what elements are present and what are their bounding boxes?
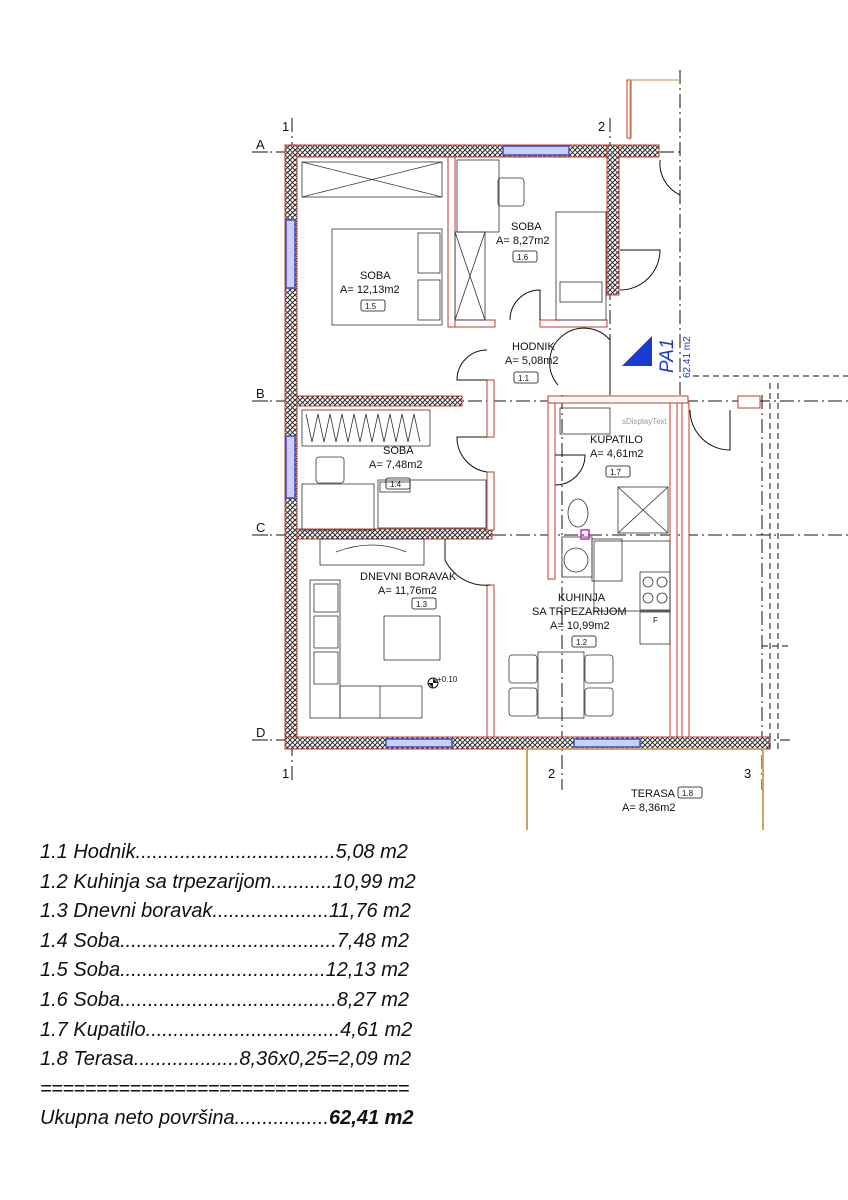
room-name-1-8: TERASA — [631, 788, 676, 800]
area-legend: 1.1 Hodnik..............................… — [40, 838, 500, 1134]
room-id-1-6: 1.6 — [517, 253, 529, 262]
room-name-1-7: KUPATILO — [590, 434, 643, 446]
room-name-1-1: HODNIK — [512, 341, 555, 353]
floor-plan: 1 2 1 2 3 A B C D — [252, 70, 848, 830]
stamp-code: PA1 — [657, 338, 678, 373]
grid-label-3-bottom: 3 — [744, 766, 751, 781]
grid-label-1-top: 1 — [282, 119, 289, 134]
room-id-1-8: 1.8 — [682, 789, 694, 798]
right-dashed-edge — [693, 375, 848, 750]
room-name-1-2: KUHINJA — [558, 592, 606, 604]
elevation-label: +0.10 — [437, 675, 458, 684]
windows — [285, 145, 641, 748]
faint-display-text: sDisplayText — [622, 417, 668, 426]
room-area-1-8: A= 8,36m2 — [622, 802, 676, 814]
appliance-label: F — [653, 616, 658, 625]
total-value: 62,41 m2 — [329, 1107, 414, 1130]
room-area-1-7: A= 4,61m2 — [590, 448, 644, 460]
legend-row: 1.7 Kupatilo............................… — [40, 1018, 413, 1041]
stamp-area: 62.41 m2 — [682, 336, 693, 378]
legend-total: Ukupna neto površina.................62,… — [40, 1104, 500, 1134]
room-area-1-3: A= 11,76m2 — [378, 585, 437, 597]
total-label: Ukupna neto površina................. — [40, 1107, 330, 1130]
grid-label-2-bottom: 2 — [548, 766, 555, 781]
grid-label-2-top: 2 — [598, 119, 605, 134]
room-name2-1-2: SA TRPEZARIJOM — [532, 606, 627, 618]
grid-label-d: D — [256, 725, 265, 740]
grid-label-b: B — [256, 386, 265, 401]
legend-row: 1.1 Hodnik..............................… — [40, 841, 408, 863]
room-id-1-1: 1.1 — [518, 374, 530, 383]
legend-row: 1.8 Terasa...................8,36x0,25=2… — [40, 1048, 412, 1071]
grid-label-c: C — [256, 520, 265, 535]
legend-row: 1.3 Dnevni boravak.....................1… — [40, 900, 411, 923]
legend-row: 1.6 Soba................................… — [40, 988, 410, 1011]
room-id-1-3: 1.3 — [416, 600, 428, 609]
room-area-1-1: A= 5,08m2 — [505, 355, 559, 367]
terrace-outline — [526, 748, 764, 830]
partition-walls — [447, 79, 761, 738]
room-area-1-5: A= 12,13m2 — [340, 284, 400, 296]
room-area-1-4: A= 7,48m2 — [369, 459, 423, 471]
room-area-1-6: A= 8,27m2 — [496, 235, 550, 247]
entrance-path — [629, 79, 680, 140]
room-name-1-5: SOBA — [360, 270, 391, 282]
legend-row: 1.4 Soba................................… — [40, 929, 410, 952]
room-id-1-2: 1.2 — [576, 638, 588, 647]
legend-row: 1.5 Soba................................… — [40, 959, 410, 982]
elevation-marker: +0.10 — [427, 675, 458, 689]
room-name-1-4: SOBA — [383, 445, 414, 457]
room-name-1-3: DNEVNI BORAVAK — [360, 571, 457, 583]
room-id-1-5: 1.5 — [365, 302, 377, 311]
bath-fixtures — [580, 529, 590, 540]
unit-stamp: PA1 62.41 m2 — [622, 336, 693, 378]
legend-row: 1.2 Kuhinja sa trpezarijom...........10,… — [40, 870, 416, 893]
room-labels: SOBA A= 12,13m2 1.5 SOBA A= 8,27m2 1.6 H… — [340, 221, 703, 814]
legend-separator: ================================= — [40, 1077, 409, 1100]
room-id-1-7: 1.7 — [610, 468, 622, 477]
stamp-triangle-icon — [622, 336, 652, 366]
doors — [444, 159, 731, 586]
grid-label-1-bottom: 1 — [282, 766, 289, 781]
room-id-1-4: 1.4 — [390, 480, 402, 489]
room-area-1-2: A= 10,99m2 — [550, 620, 610, 632]
room-name-1-6: SOBA — [511, 221, 542, 233]
furniture — [301, 159, 671, 719]
grid-label-a: A — [256, 137, 265, 152]
grid-ticks — [252, 151, 268, 741]
